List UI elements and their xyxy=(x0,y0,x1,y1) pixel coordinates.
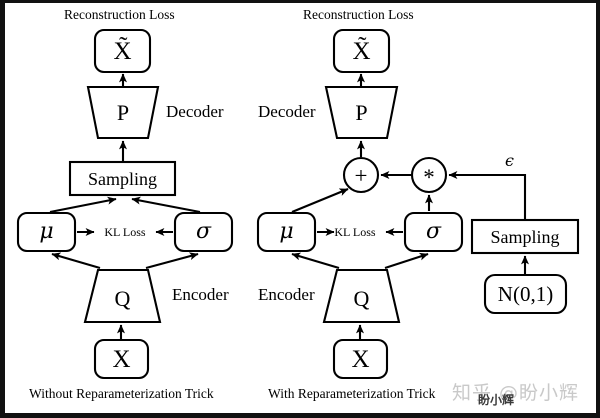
right-encoder-label: Encoder xyxy=(258,285,315,304)
left-sampling-box xyxy=(68,160,177,197)
left-decoder-label: Decoder xyxy=(166,102,224,121)
left-arrow-q-to-sigma xyxy=(145,252,199,270)
left-encoder-label: Encoder xyxy=(172,285,229,304)
left-reconstruction-loss-label: Reconstruction Loss xyxy=(64,7,175,22)
right-arrow-q-to-sigma xyxy=(384,252,429,269)
right-x-tilde-box xyxy=(332,28,391,74)
right-plus-circle xyxy=(342,156,380,194)
left-mu-box xyxy=(16,211,77,253)
left-q-trapezoid xyxy=(83,268,162,324)
right-reconstruction-loss-label: Reconstruction Loss xyxy=(303,7,414,22)
left-sigma-box xyxy=(173,211,234,253)
left-x-box xyxy=(93,338,150,380)
left-arrow-mu-to-sampling xyxy=(49,196,117,214)
right-epsilon-label: ϵ xyxy=(505,151,514,170)
right-arrow-epsilon-to-times xyxy=(448,171,527,219)
right-decoder-label: Decoder xyxy=(258,102,316,121)
left-x-tilde-box xyxy=(93,28,152,74)
right-arrow-mu-to-plus xyxy=(291,188,349,213)
right-sigma-box xyxy=(403,211,464,253)
right-sampling-box xyxy=(470,218,580,255)
right-arrow-q-to-mu xyxy=(291,252,340,270)
right-x-box xyxy=(332,338,389,380)
right-p-trapezoid xyxy=(324,85,399,140)
left-arrow-sigma-to-sampling xyxy=(131,196,201,214)
right-normal-box xyxy=(483,273,568,315)
right-q-trapezoid xyxy=(322,268,401,324)
right-times-circle xyxy=(410,156,448,194)
right-mu-box xyxy=(256,211,317,253)
left-arrow-q-to-mu xyxy=(51,252,101,270)
right-panel-caption: With Reparameterization Trick xyxy=(268,386,436,401)
left-p-trapezoid xyxy=(86,85,160,140)
left-panel-caption: Without Reparameterization Trick xyxy=(29,386,214,401)
